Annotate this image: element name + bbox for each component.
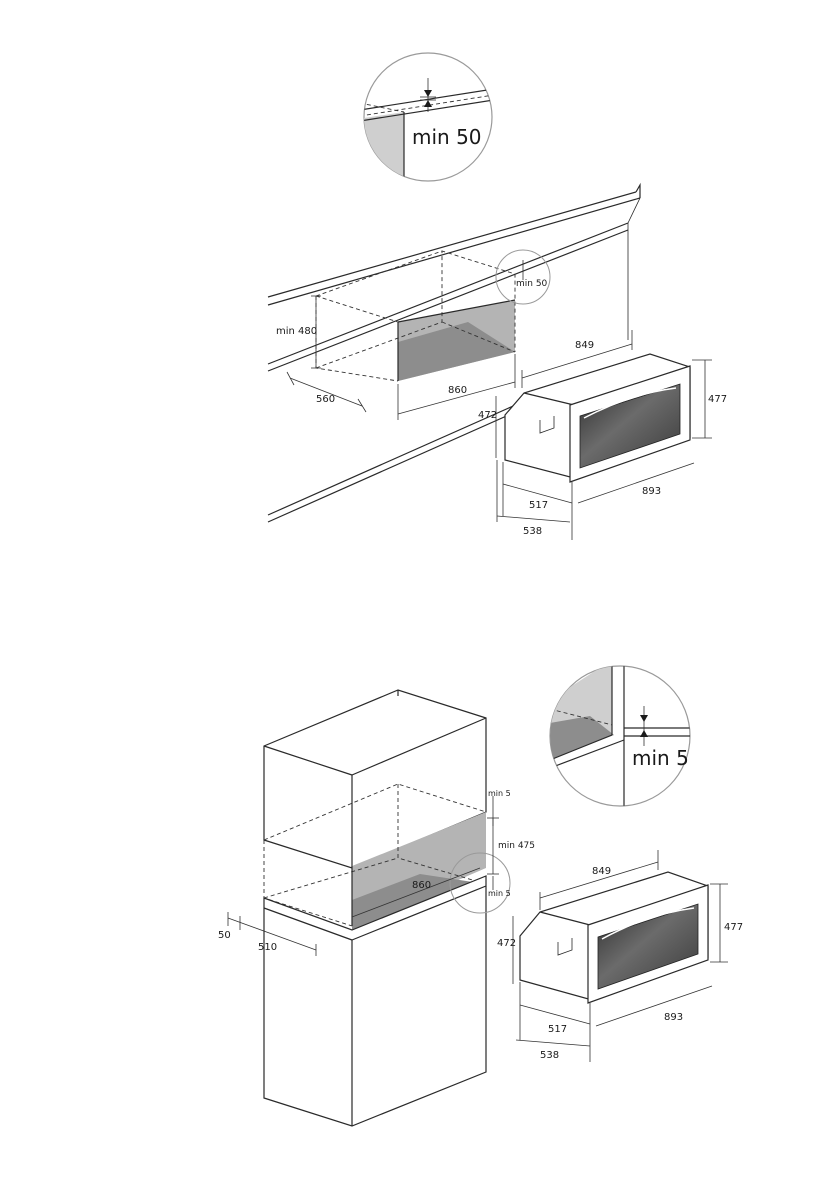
- bottom-oven: 849 477 472 893 517 538: [497, 850, 743, 1062]
- bottom-bottom-gap-label: min 5: [488, 889, 511, 898]
- bottom-oven-side-label: 472: [497, 938, 516, 949]
- top-oven-height-label: 477: [708, 394, 727, 405]
- bottom-oven-height-label: 477: [724, 922, 743, 933]
- top-oven-depth-total-label: 538: [523, 526, 542, 537]
- bottom-oven-front-label: 893: [664, 1012, 683, 1023]
- top-oven-side-label: 472: [478, 410, 497, 421]
- bottom-oven-depth-total-label: 538: [540, 1050, 559, 1061]
- bottom-width-label: 860: [412, 880, 431, 891]
- bottom-depth-label: 510: [258, 942, 277, 953]
- top-oven-depth-body-label: 517: [529, 500, 548, 511]
- top-detail-magnifier: min 50: [360, 53, 500, 190]
- bottom-oven-depth-body-label: 517: [548, 1024, 567, 1035]
- bottom-top-gap-label: min 5: [488, 789, 511, 798]
- bottom-detail-magnifier: min 5: [550, 660, 700, 810]
- bottom-detail-label: min 5: [632, 746, 689, 770]
- bottom-offset-label: 50: [218, 930, 231, 941]
- top-oven-width-label: 849: [575, 340, 594, 351]
- top-depth-label: 560: [316, 394, 335, 405]
- top-detail-small-label: min 50: [516, 279, 548, 289]
- top-detail-label: min 50: [412, 125, 482, 149]
- top-width-label: 860: [448, 385, 467, 396]
- bottom-oven-width-label: 849: [592, 866, 611, 877]
- bottom-height-label: min 475: [498, 841, 535, 851]
- top-height-label: min 480: [276, 326, 317, 337]
- bottom-tall-cabinet-scene: min 5 min 475 min 5 860 50 510: [218, 690, 535, 1126]
- top-oven-front-label: 893: [642, 486, 661, 497]
